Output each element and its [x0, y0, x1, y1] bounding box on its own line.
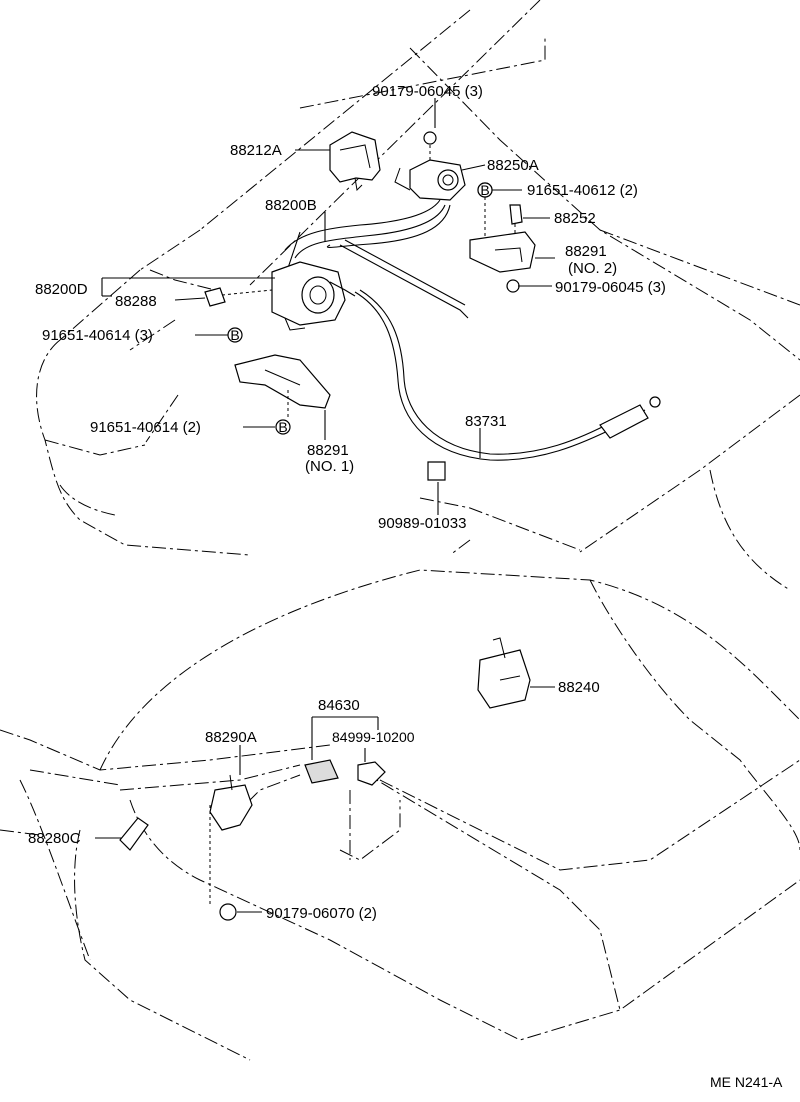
- part-88212A-cover: [329, 131, 381, 192]
- label-88291-no1-suffix: (NO. 1): [305, 458, 354, 475]
- part-88240-relay: [477, 637, 531, 709]
- label-88200B: 88200B: [265, 197, 317, 214]
- label-90179-06070: 90179-06070 (2): [266, 905, 377, 922]
- part-labels: 90179-06045 (3) 88212A 88250A 91651-4061…: [28, 83, 783, 1090]
- part-88280C-connector: [119, 817, 149, 851]
- label-88290A: 88290A: [205, 729, 257, 746]
- label-91651-40614-3: 91651-40614 (3): [42, 327, 153, 344]
- bolt-symbol-3: B: [275, 419, 291, 435]
- label-88280C: 88280C: [28, 830, 81, 847]
- label-83731: 83731: [465, 413, 507, 430]
- label-88240: 88240: [558, 679, 600, 696]
- part-88291-no2-bracket: [469, 231, 536, 293]
- part-88200D-actuator: [271, 261, 356, 331]
- bolt-symbol-2: B: [227, 327, 243, 343]
- part-88290A-bracket: [209, 774, 253, 905]
- part-90989-01033-clamp: [427, 461, 446, 481]
- label-88252: 88252: [554, 210, 596, 227]
- part-83731-cable: [354, 289, 661, 461]
- bolt-symbol-text-2: B: [230, 327, 239, 343]
- label-90179-06045-top: 90179-06045 (3): [372, 83, 483, 100]
- label-84630: 84630: [318, 697, 360, 714]
- label-88288: 88288: [115, 293, 157, 310]
- bolt-symbol-1: B: [477, 182, 493, 198]
- label-91651-40612: 91651-40612 (2): [527, 182, 638, 199]
- part-88288-valve: [204, 287, 273, 307]
- bolt-symbol-text-1: B: [480, 182, 489, 198]
- label-88291-no2-suffix: (NO. 2): [568, 260, 617, 277]
- part-88291-no1-bracket: [234, 354, 331, 420]
- part-84630-switch: [304, 759, 386, 786]
- leader-lines: [95, 98, 555, 913]
- label-88212A: 88212A: [230, 142, 282, 159]
- label-88291-no2: 88291: [565, 243, 607, 260]
- label-91651-40614-2: 91651-40614 (2): [90, 419, 201, 436]
- part-90179-06070-nut: [219, 903, 237, 921]
- label-88200D: 88200D: [35, 281, 88, 298]
- label-90179-06045-mid: 90179-06045 (3): [555, 279, 666, 296]
- label-88291-no1: 88291: [307, 442, 349, 459]
- vehicle-body-outline-lower: [0, 569, 800, 1061]
- label-88250A: 88250A: [487, 157, 539, 174]
- footer-diagram-code: ME N241-A: [710, 1074, 783, 1090]
- bolt-symbol-text-3: B: [278, 419, 287, 435]
- part-88250A-actuator: [394, 131, 466, 201]
- label-90989-01033: 90989-01033: [378, 515, 466, 532]
- part-88200B-cable: [284, 199, 469, 319]
- label-84999-10200: 84999-10200: [332, 729, 415, 745]
